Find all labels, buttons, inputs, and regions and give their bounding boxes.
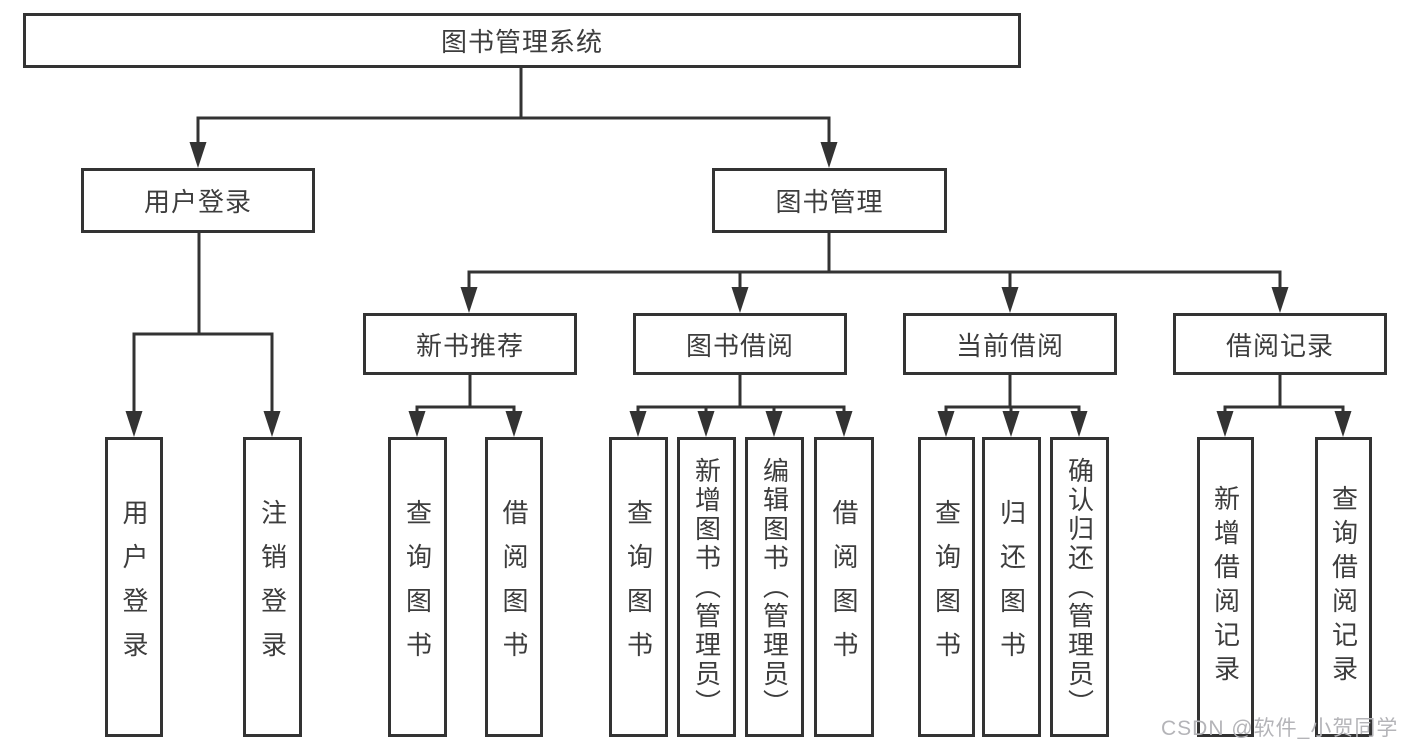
- node-borrow-records: 借阅记录: [1173, 313, 1387, 375]
- leaf-user-login-label: 用户登录: [119, 499, 149, 675]
- leaf-edit-book-admin-label: 编辑图书（管理员）: [759, 456, 790, 718]
- leaf-recommend-borrow-book-label: 借阅图书: [499, 499, 529, 675]
- leaf-borrow-query-book-label: 查询图书: [623, 499, 654, 675]
- leaf-borrow-query-book: 查询图书: [609, 437, 668, 737]
- leaf-return-book-label: 归还图书: [996, 499, 1027, 675]
- node-current-borrow-label: 当前借阅: [955, 330, 1064, 361]
- node-book-management-label: 图书管理: [775, 187, 884, 217]
- leaf-query-borrow-record: 查询借阅记录: [1315, 437, 1372, 737]
- csdn-watermark: CSDN @软件_小贺同学: [1161, 717, 1399, 740]
- leaf-current-query-book: 查询图书: [918, 437, 975, 737]
- leaf-recommend-borrow-book: 借阅图书: [485, 437, 543, 737]
- leaf-confirm-return-admin: 确认归还（管理员）: [1050, 437, 1109, 737]
- node-root-label: 图书管理系统: [440, 27, 603, 57]
- leaf-add-book-admin-label: 新增图书（管理员）: [691, 456, 722, 718]
- connector-root-to-level2: [196, 68, 831, 150]
- node-root: 图书管理系统: [23, 13, 1021, 68]
- connector-borrow-records-children: [1223, 375, 1345, 418]
- connector-user-login-children: [132, 233, 274, 418]
- leaf-confirm-return-admin-label: 确认归还（管理员）: [1064, 456, 1095, 718]
- node-current-borrow: 当前借阅: [903, 313, 1117, 375]
- leaf-query-borrow-record-label: 查询借阅记录: [1328, 485, 1359, 689]
- node-book-management: 图书管理: [712, 168, 947, 233]
- leaf-recommend-query-book-label: 查询图书: [402, 499, 433, 675]
- connector-new-book-children: [415, 375, 516, 418]
- leaf-add-borrow-record: 新增借阅记录: [1197, 437, 1254, 737]
- leaf-logout: 注销登录: [243, 437, 302, 737]
- connector-book-borrow-children: [636, 375, 846, 418]
- leaf-recommend-query-book: 查询图书: [388, 437, 447, 737]
- arrowheads: [125, 142, 1352, 437]
- leaf-add-book-admin: 新增图书（管理员）: [677, 437, 736, 737]
- connector-book-management-children: [467, 233, 1282, 294]
- node-user-login: 用户登录: [81, 168, 315, 233]
- leaf-user-login: 用户登录: [105, 437, 163, 737]
- leaf-edit-book-admin: 编辑图书（管理员）: [745, 437, 804, 737]
- node-book-borrow-label: 图书借阅: [685, 330, 794, 361]
- node-user-login-label: 用户登录: [143, 187, 252, 217]
- leaf-borrow-book: 借阅图书: [814, 437, 874, 737]
- leaf-borrow-book-label: 借阅图书: [829, 499, 859, 675]
- leaf-add-borrow-record-label: 新增借阅记录: [1210, 485, 1241, 689]
- node-book-borrow: 图书借阅: [633, 313, 847, 375]
- leaf-current-query-book-label: 查询图书: [931, 499, 962, 675]
- node-new-book-recommend: 新书推荐: [363, 313, 577, 375]
- leaf-return-book: 归还图书: [982, 437, 1041, 737]
- node-new-book-recommend-label: 新书推荐: [415, 330, 524, 361]
- node-borrow-records-label: 借阅记录: [1225, 330, 1334, 361]
- leaf-logout-label: 注销登录: [257, 499, 288, 675]
